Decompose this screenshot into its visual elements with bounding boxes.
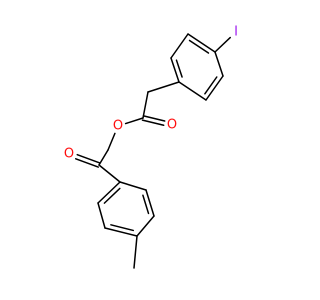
single-bond [98, 149, 109, 166]
single-bond [98, 164, 121, 183]
double-bond-inner [188, 39, 210, 54]
canvas-background [0, 0, 300, 300]
molecule-structure: I O O O [0, 0, 300, 300]
atoms-layer: I O O O [64, 25, 238, 162]
atom-label-o: O [113, 119, 123, 134]
single-bond [147, 81, 180, 93]
double-bond [145, 189, 155, 217]
single-bond [170, 33, 189, 59]
single-bond [97, 202, 106, 229]
atom-o: O [64, 147, 74, 162]
bonds-layer [75, 33, 231, 269]
single-bond [136, 215, 155, 237]
double-bond-second [75, 158, 99, 168]
atom-o: O [113, 119, 123, 134]
double-bond [170, 57, 180, 83]
double-bond [205, 75, 224, 101]
double-bond [141, 119, 165, 127]
single-bond [214, 51, 224, 77]
single-bond [142, 91, 149, 119]
double-bond-inner [110, 224, 135, 232]
atom-label-i: I [234, 25, 238, 40]
double-bond-inner [175, 59, 183, 78]
double-bond [97, 181, 121, 204]
double-bond [104, 227, 138, 237]
atom-label-o: O [64, 147, 74, 162]
atom-o: O [167, 118, 177, 133]
single-bond [124, 117, 144, 125]
atom-label-o: O [167, 118, 177, 133]
single-bond [107, 132, 116, 151]
double-bond [76, 153, 101, 164]
double-bond-inner [204, 76, 218, 95]
single-bond [119, 181, 147, 191]
double-bond [187, 33, 216, 53]
double-bond-inner [103, 187, 121, 204]
atom-i: I [234, 25, 238, 40]
double-bond-second [142, 115, 166, 122]
single-bond [133, 235, 138, 269]
single-bond [178, 81, 207, 101]
single-bond [214, 36, 231, 53]
double-bond-inner [142, 194, 150, 215]
